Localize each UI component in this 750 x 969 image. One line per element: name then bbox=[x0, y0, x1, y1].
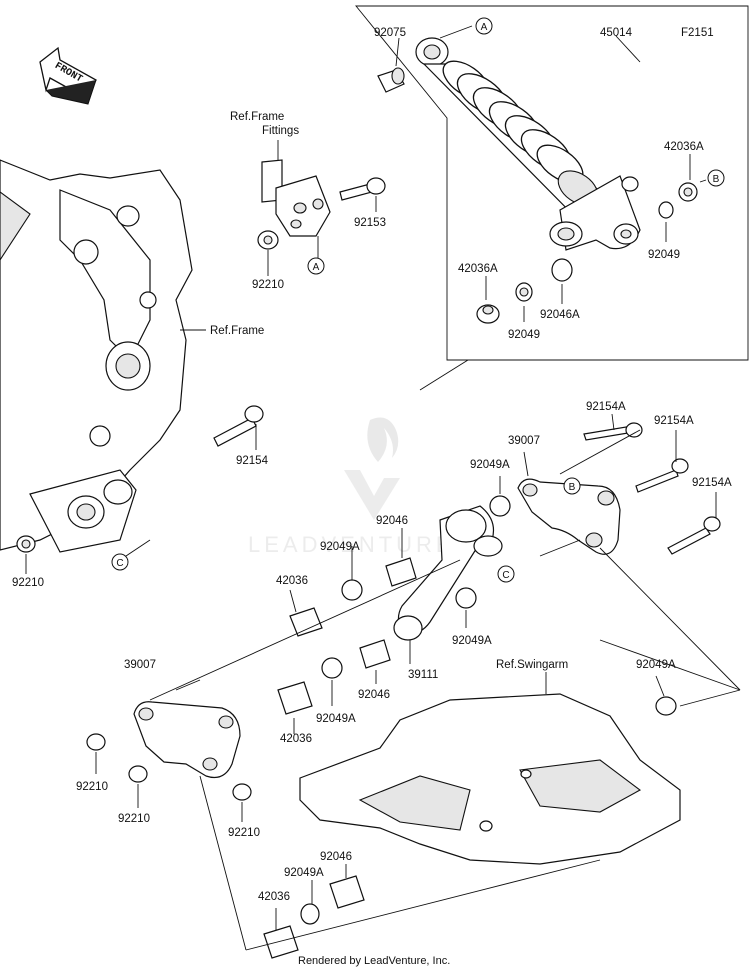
part-label-92153: 92153 bbox=[354, 217, 386, 229]
part-label-92049A-4: 92049A bbox=[316, 713, 356, 725]
ref-frame-label: Ref.Frame bbox=[210, 325, 264, 337]
part-labels: 45014 92075 42036A 92049 42036A 92049 92… bbox=[12, 27, 732, 903]
part-label-92046A: 92046A bbox=[540, 309, 580, 321]
callout-b-shock-label: B bbox=[713, 174, 720, 185]
front-arrow-icon: FRONT bbox=[39, 46, 97, 105]
swingarm-drawing bbox=[299, 693, 681, 865]
part-label-39111: 39111 bbox=[408, 669, 438, 681]
callout-a-fittings: A bbox=[307, 257, 325, 275]
shock-small-parts bbox=[377, 67, 698, 324]
part-label-92049A-2: 92049A bbox=[320, 541, 360, 553]
part-label-42036-3: 42036 bbox=[258, 891, 290, 903]
callout-c-frame-label: C bbox=[116, 558, 123, 569]
callout-c-rocker-label: C bbox=[502, 570, 509, 581]
part-label-45014: 45014 bbox=[600, 27, 633, 39]
callout-b-link: B bbox=[563, 477, 581, 495]
callout-a-top: A bbox=[475, 17, 493, 35]
middle-small-parts bbox=[263, 557, 677, 959]
watermark-wordmark: LEADVENTURE bbox=[248, 532, 455, 557]
part-label-92049-right: 92049 bbox=[648, 249, 680, 261]
part-label-92210-frame: 92210 bbox=[12, 577, 44, 589]
callout-c-rocker: C bbox=[497, 565, 515, 583]
part-label-92154A-3: 92154A bbox=[692, 477, 732, 489]
part-label-92046-1: 92046 bbox=[376, 515, 408, 527]
part-label-92154A-2: 92154A bbox=[654, 415, 694, 427]
ref-frame-fittings-line-1: Ref.Frame bbox=[230, 111, 284, 123]
part-label-92049A-6: 92049A bbox=[284, 867, 324, 879]
part-label-92154A-1: 92154A bbox=[586, 401, 626, 413]
part-label-92210-1: 92210 bbox=[76, 781, 108, 793]
leader-lines bbox=[25, 25, 741, 951]
part-label-39007-right: 39007 bbox=[508, 435, 540, 447]
part-label-42036-1: 42036 bbox=[276, 575, 308, 587]
part-label-92049A-5: 92049A bbox=[636, 659, 676, 671]
main-frame-drawing bbox=[0, 159, 264, 553]
part-label-92049A-1: 92049A bbox=[470, 459, 510, 471]
ref-swingarm-label: Ref.Swingarm bbox=[496, 659, 568, 671]
part-label-92210-2: 92210 bbox=[118, 813, 150, 825]
part-label-92154: 92154 bbox=[236, 455, 269, 467]
diagram-code: F2151 bbox=[681, 27, 714, 39]
part-label-92046-2: 92046 bbox=[358, 689, 390, 701]
part-label-92046-3: 92046 bbox=[320, 851, 352, 863]
left-link-plate-drawing bbox=[86, 701, 252, 801]
shock-absorber-drawing bbox=[415, 37, 641, 251]
rocker-arm-drawing bbox=[393, 505, 503, 641]
shock-detail-box bbox=[355, 5, 749, 361]
leadventure-watermark: LEADVENTURE bbox=[248, 417, 455, 557]
ref-frame-fittings-line-2: Fittings bbox=[262, 125, 299, 137]
part-label-42036A-left: 42036A bbox=[458, 263, 498, 275]
part-label-92049A-3: 92049A bbox=[452, 635, 492, 647]
callout-a-fittings-label: A bbox=[313, 262, 320, 273]
part-label-39007-left: 39007 bbox=[124, 659, 156, 671]
callout-a-top-label: A bbox=[481, 22, 488, 33]
part-label-92075: 92075 bbox=[374, 27, 406, 39]
callout-b-link-label: B bbox=[569, 482, 576, 493]
part-label-42036A-right: 42036A bbox=[664, 141, 704, 153]
part-label-92049-left: 92049 bbox=[508, 329, 540, 341]
part-label-92210-fittings: 92210 bbox=[252, 279, 284, 291]
part-label-42036-2: 42036 bbox=[280, 733, 312, 745]
part-label-92210-3: 92210 bbox=[228, 827, 260, 839]
footer-credit: Rendered by LeadVenture, Inc. bbox=[298, 955, 450, 967]
callout-c-frame: C bbox=[111, 553, 129, 571]
callout-b-shock: B bbox=[707, 169, 725, 187]
frame-fittings-drawing bbox=[257, 159, 386, 250]
right-link-plate-drawing bbox=[489, 422, 721, 555]
